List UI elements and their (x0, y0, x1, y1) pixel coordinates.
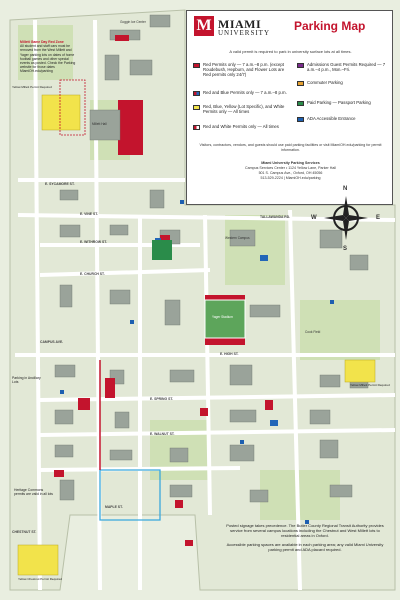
label-yager: Yager Stadium (212, 315, 233, 319)
legend-row-ada: ADA Accessible Entrance (307, 116, 356, 121)
compass-e: E (376, 215, 381, 221)
legend-row-red-white: Red and White Permits only — All times (203, 124, 279, 129)
swatch-paid (297, 101, 304, 106)
logo-word-miami: MIAMI (218, 17, 262, 31)
legend-row-yellow: Red, Blue, Yellow (Lot Specific), and Wh… (203, 104, 285, 114)
label-western: Western Campus (225, 236, 250, 240)
compass-rose-icon (324, 196, 368, 240)
label-goggin: Goggin Ice Center (120, 20, 146, 24)
swatch-admissions (297, 63, 304, 68)
street-high: E. HIGH ST. (220, 352, 239, 356)
street-chestnut: CHESTNUT ST. (12, 530, 37, 534)
street-walnut: E. WALNUT ST. (150, 432, 175, 436)
street-maple: MAPLE ST. (105, 505, 123, 509)
office-address-2: 501 S. Campus Ave., Oxford, OH 45056 (258, 171, 323, 175)
swatch-yellow (193, 105, 200, 110)
yellow-lot-label-2: Yellow Millett Permit Required (350, 383, 390, 387)
legend-row-admissions: Admissions Guest Permits Required — 7 a.… (307, 62, 386, 72)
swatch-ada-icon (297, 117, 304, 122)
miami-m-icon: M (194, 16, 214, 36)
legend-row-red: Red Permits only — 7 a.m.–8 p.m. (except… (203, 62, 285, 77)
swatch-red (193, 63, 200, 68)
compass-s: S (343, 246, 348, 252)
chestnut-lot-label: Yellow Chestnut Permit Required (18, 577, 62, 581)
office-contact: 513-529-2224 | MiamiOH.edu/parking (260, 176, 321, 180)
office-name: Miami University Parking Services (261, 161, 320, 165)
street-spring: E. SPRING ST. (150, 397, 173, 401)
legend-title: Parking Map (294, 19, 366, 33)
label-cook-field: Cook Field (305, 330, 321, 334)
miami-logo: M MIAMI UNIVERSITY (194, 16, 274, 44)
legend-panel: M MIAMI UNIVERSITY Parking Map A valid p… (186, 10, 393, 205)
visitors-note: Visitors, contractors, vendors, and gues… (199, 143, 382, 152)
swatch-commuter (297, 81, 304, 86)
legend-row-paid: Paid Parking — Passport Parking (307, 100, 371, 105)
millett-red-zone-note: Millett Game Day Red Zone All student an… (20, 40, 76, 74)
street-tallawanda: TALLAWANDA RD. (260, 215, 291, 219)
street-vine: E. VINE ST. (80, 212, 98, 216)
yellow-lot-label-1: Yellow Millett Permit Required (12, 85, 52, 89)
logo-word-university: UNIVERSITY (218, 29, 270, 37)
heritage-commons-note: Heritage Commons permits are valid in al… (14, 488, 54, 497)
transit-note: Posted signage takes precedence. The But… (226, 523, 384, 552)
permit-note: A valid permit is required to park in un… (229, 49, 352, 54)
street-church: E. CHURCH ST. (80, 272, 105, 276)
label-millett: Millett Hall (92, 122, 107, 126)
ancillary-lot-note: Parking in Ancillary Lots (12, 376, 41, 385)
office-address-1: Campus Services Center • 1124 Yellow Lan… (245, 166, 336, 170)
compass-n: N (343, 186, 348, 192)
street-campus-ave: CAMPUS AVE. (40, 340, 64, 344)
compass-w: W (311, 215, 317, 221)
legend-row-red-blue: Red and Blue Permits only — 7 a.m.–8 p.m… (203, 90, 287, 95)
legend-row-commuter: Commuter Parking (307, 80, 343, 85)
swatch-red-blue (193, 91, 200, 96)
swatch-red-white (193, 125, 200, 130)
street-sycamore: E. SYCAMORE ST. (45, 182, 75, 186)
street-withrow: E. WITHROW ST. (80, 240, 107, 244)
